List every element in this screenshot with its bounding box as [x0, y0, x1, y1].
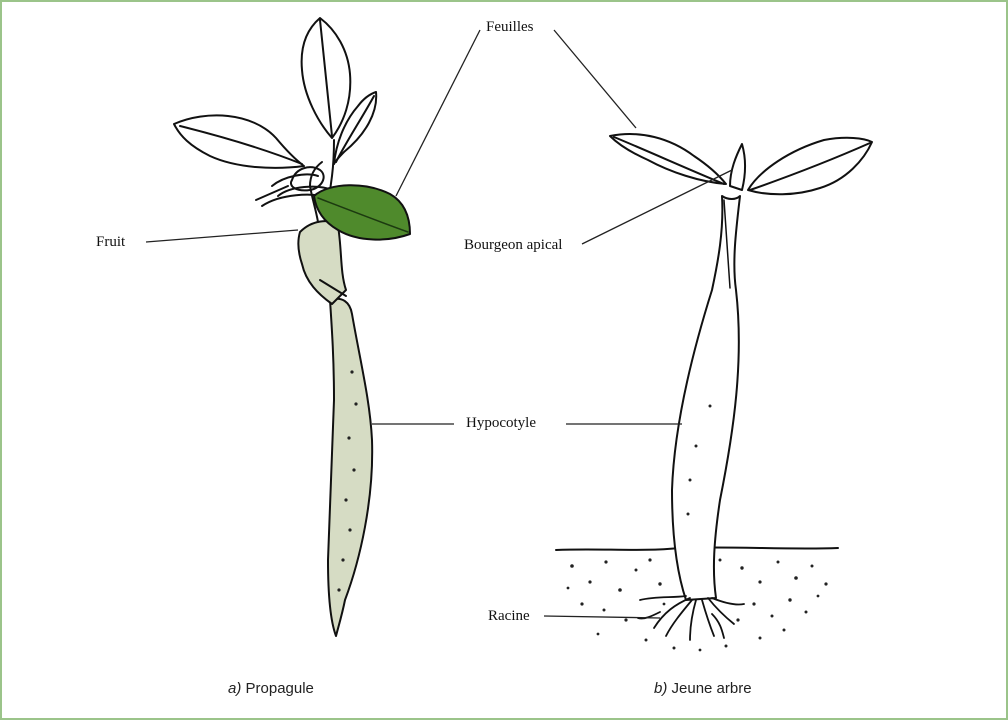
caption-propagule: a) Propagule: [228, 680, 314, 698]
label-racine: Racine: [488, 607, 530, 625]
leader-fruit: [146, 230, 298, 242]
leader-bourgeon: [582, 170, 732, 244]
label-hypocotyle: Hypocotyle: [466, 414, 536, 432]
young-tree-drawing: [556, 134, 872, 651]
propagule-hypocotyl: [328, 299, 372, 636]
caption-a-letter: a): [228, 680, 241, 697]
label-fruit: Fruit: [96, 233, 125, 251]
leader-feuilles-a: [396, 30, 480, 196]
leader-feuilles-b: [554, 30, 636, 128]
propagule-drawing: [174, 18, 410, 636]
label-bourgeon-apical: Bourgeon apical: [464, 236, 562, 254]
leader-lines: [146, 30, 732, 618]
caption-jeune-arbre: b) Jeune arbre: [654, 680, 752, 698]
label-feuilles: Feuilles: [486, 18, 534, 36]
caption-b-text: Jeune arbre: [672, 680, 752, 697]
caption-b-letter: b): [654, 680, 667, 697]
leader-racine: [544, 616, 660, 618]
young-tree-hypocotyl: [672, 196, 740, 600]
apical-bud: [730, 144, 745, 190]
young-tree-leaf-right: [748, 138, 872, 194]
caption-a-text: Propagule: [246, 680, 314, 697]
